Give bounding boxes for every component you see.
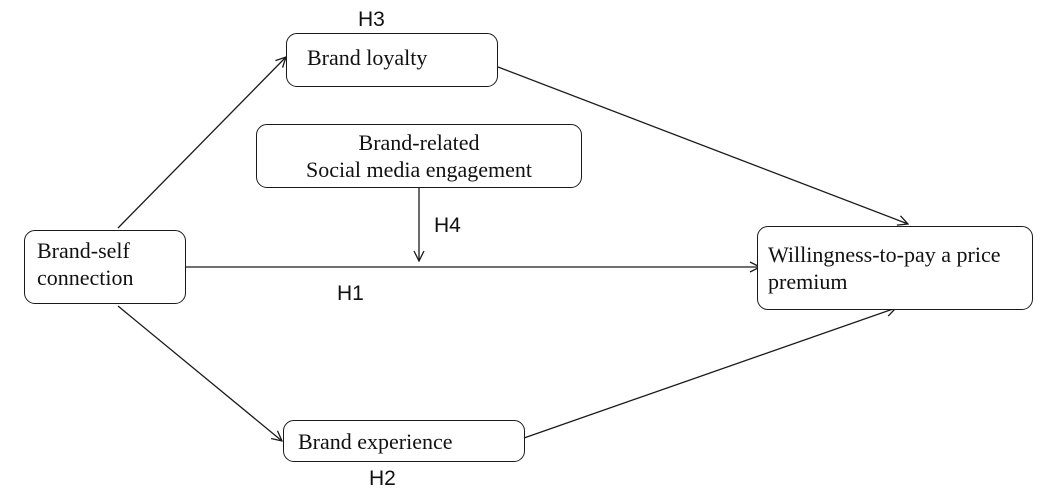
brand-self-connection-box: Brand-self connection: [24, 230, 186, 304]
brand-loyalty-box: Brand loyalty: [286, 33, 498, 87]
brand-experience-label: Brand experience: [298, 429, 453, 454]
arrow-loyalty-to-willingness: [497, 66, 908, 224]
brand-loyalty-label: Brand loyalty: [307, 45, 428, 70]
hypothesis-label-h4: H4: [434, 214, 461, 237]
arrow-self-connection-to-experience: [117, 305, 282, 441]
brand-self-connection-line1: Brand-self: [37, 238, 130, 263]
willingness-to-pay-line1: Willingness-to-pay a price: [768, 242, 1001, 267]
arrow-experience-to-willingness: [523, 308, 896, 439]
hypothesis-label-h2: H2: [369, 467, 396, 490]
willingness-to-pay-line2: premium: [768, 269, 848, 294]
brand-experience-box: Brand experience: [283, 420, 525, 462]
brand-self-connection-line2: connection: [37, 265, 134, 290]
hypothesis-label-h3: H3: [358, 8, 385, 31]
arrow-self-connection-to-loyalty: [117, 57, 286, 229]
social-media-engagement-box: Brand-related Social media engagement: [256, 124, 582, 188]
social-media-engagement-line1: Brand-related: [358, 130, 480, 155]
hypothesis-label-h1: H1: [337, 282, 364, 305]
social-media-engagement-line2: Social media engagement: [305, 157, 533, 182]
willingness-to-pay-box: Willingness-to-pay a price premium: [757, 226, 1033, 310]
